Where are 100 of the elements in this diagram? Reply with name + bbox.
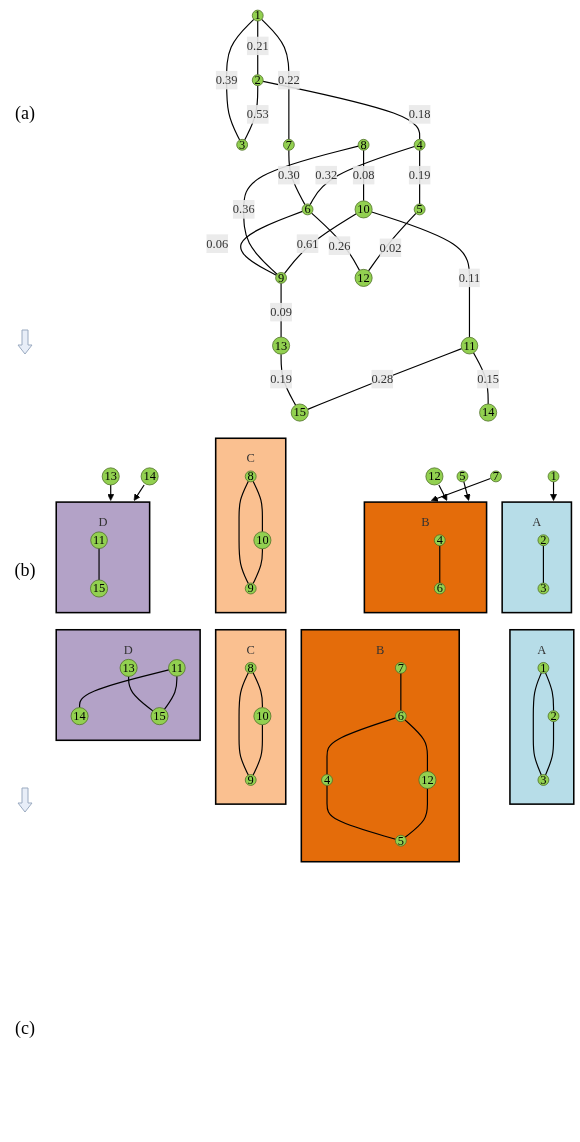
arrow [431,477,492,502]
connector [238,672,249,776]
connector [163,675,178,710]
node-circle: 14 [70,707,89,726]
connector [244,85,259,141]
node-circle: 1 [251,9,264,22]
node-circle: 11 [168,659,186,677]
node-circle: 1 [537,662,550,674]
edge-label: 0.19 [408,168,431,182]
connector [310,212,361,271]
connector [243,145,359,275]
connector [252,480,263,533]
edge-label: 0.18 [408,107,431,121]
connector [532,672,542,776]
node-circle: 15 [150,707,169,726]
connector [252,724,263,776]
node-circle: 5 [413,203,426,216]
edge-label: 0.61 [296,236,319,250]
node-circle: 10 [253,531,272,550]
edge-label: 0.22 [277,73,300,87]
node-circle: 12 [418,771,437,789]
connector [326,784,397,840]
node-circle: 6 [301,203,314,216]
node-circle: 3 [537,582,550,595]
node-circle: 15 [290,403,309,422]
connector [542,545,544,584]
node-circle: 9 [275,272,287,284]
arrow [463,481,471,501]
node-circle: 12 [354,268,373,287]
connector [288,149,306,206]
node-circle: 8 [244,662,257,674]
edge-label: 0.21 [246,38,269,53]
panel-label: (c) [15,1018,35,1040]
node-circle: 4 [433,534,446,547]
node-circle: 7 [283,138,295,151]
connector [238,480,249,585]
node-circle: 5 [395,834,407,847]
node-circle: 2 [251,74,264,86]
connector [307,348,463,410]
arrow [438,484,448,501]
edge-label: 0.15 [477,372,500,386]
node-circle: 13 [101,467,120,486]
node-circle: 4 [413,138,426,151]
node-circle: 8 [244,470,257,483]
node-circle: 4 [321,774,333,786]
node-circle: 13 [272,336,291,355]
edge-label: 0.09 [270,305,292,319]
node-circle: 10 [253,707,272,726]
edge-label: 0.30 [277,168,300,182]
node-circle: 7 [395,662,407,674]
panel-label: (b) [14,560,36,582]
connector [98,547,100,581]
node-circle: 1 [547,470,560,483]
arrow [550,481,557,501]
connector [283,213,357,275]
connector [544,721,555,776]
arrow [107,484,115,501]
node-circle: 10 [354,200,373,219]
edge-label: 0.28 [371,372,394,386]
connector [472,352,489,405]
connector [544,672,555,712]
node-circle: 2 [547,710,560,722]
node-circle: 9 [244,774,257,786]
connector [79,669,170,709]
node-circle: 14 [479,403,498,422]
node-circle: 12 [425,467,444,486]
connector [240,210,304,276]
connector [400,672,402,712]
connector [404,787,428,838]
node-circle: 5 [456,470,469,483]
edge-label: 0.39 [215,73,238,87]
connector [261,18,290,140]
connector [404,719,428,772]
edge-label: 0.02 [379,240,402,254]
edge-label: 0.19 [270,372,292,386]
connector [252,672,263,709]
edge-label: 0.06 [206,236,229,250]
arrow [133,484,145,501]
node-circle: 15 [90,579,108,598]
connector [419,149,421,205]
edge-label: 0.11 [458,270,481,285]
edge-label: 0.53 [246,107,269,121]
node-circle: 14 [140,467,159,486]
connector [439,545,441,584]
node-circle: 9 [244,582,257,595]
node-circle: 3 [236,138,248,151]
node-circle: 11 [460,336,479,355]
edge-label: 0.32 [315,168,338,182]
panel-label: (a) [15,102,35,124]
connector [371,211,471,338]
node-circle: 8 [357,138,370,151]
node-circle: 3 [537,774,550,786]
connector [309,145,416,206]
connector [252,548,263,585]
edge-label: 0.26 [328,238,351,252]
node-circle: 6 [433,582,446,595]
connector [262,80,421,140]
connector [226,18,255,141]
node-circle: 2 [537,534,550,547]
node-circle: 13 [119,658,138,677]
